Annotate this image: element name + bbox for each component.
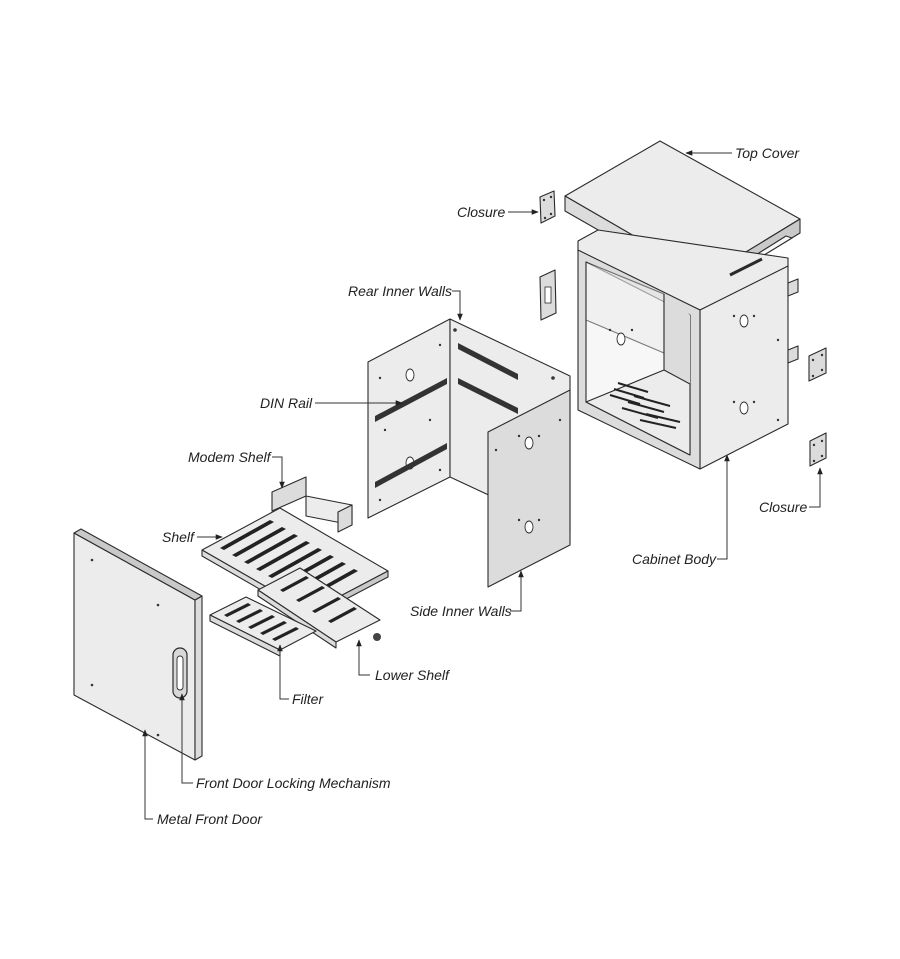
leader-lines (142, 150, 823, 820)
metal-front-door (73, 528, 203, 761)
closure-top-1 (539, 190, 556, 224)
label-front-door-locking-mechanism: Front Door Locking Mechanism (196, 775, 391, 791)
label-modem-shelf: Modem Shelf (188, 449, 273, 465)
label-shelf: Shelf (162, 529, 196, 545)
label-lower-shelf: Lower Shelf (375, 667, 451, 683)
filter (209, 596, 317, 657)
label-filter: Filter (292, 691, 324, 707)
lower-shelf (257, 567, 381, 649)
label-top-cover: Top Cover (735, 145, 800, 161)
label-cabinet-body: Cabinet Body (632, 551, 717, 567)
modem-shelf (271, 476, 353, 533)
front-door-lock-handle (172, 647, 188, 699)
label-din-rail: DIN Rail (260, 395, 313, 411)
labels: Top Cover Closure Rear Inner Walls DIN R… (157, 145, 807, 827)
closure-top-2 (539, 269, 557, 321)
closure-right-1 (808, 347, 827, 382)
label-metal-front-door: Metal Front Door (157, 811, 263, 827)
label-rear-inner-walls: Rear Inner Walls (348, 283, 452, 299)
cabinet-body (577, 229, 799, 470)
label-closure-right: Closure (759, 499, 807, 515)
closure-right-2 (809, 432, 827, 467)
label-side-inner-walls: Side Inner Walls (410, 603, 512, 619)
cabinet-floor-vents (609, 382, 681, 429)
din-rails (375, 343, 518, 488)
side-inner-walls (487, 389, 571, 588)
label-closure-top: Closure (457, 204, 505, 220)
